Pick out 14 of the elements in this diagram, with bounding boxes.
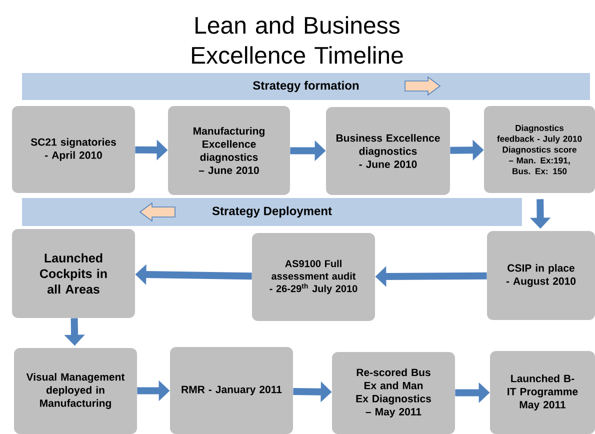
band-heading: Strategy Deployment xyxy=(22,198,522,226)
process-box: Re-scored Bus Ex and Man Ex Diagnostics – May 2011 xyxy=(332,352,455,434)
band-heading: Strategy formation xyxy=(22,73,590,100)
process-box: SC21 signatories - April 2010 xyxy=(12,106,135,193)
process-box: CSIP in place - August 2010 xyxy=(487,231,595,320)
process-box: Visual Management deployed in Manufacturing xyxy=(14,348,137,434)
process-box: AS9100 Full assessment audit - 26-29$^{th}$ July 2010 xyxy=(252,233,375,321)
process-box: Launched B-IT Programme May 2011 xyxy=(490,351,595,434)
process-box: Launched Cockpits in all Areas xyxy=(12,229,135,318)
process-box: RMR - January 2011 xyxy=(170,347,293,434)
title: Lean and Business Excellence Timeline xyxy=(192,16,403,64)
process-box: Business Excellence diagnostics - June 2010 xyxy=(326,107,450,195)
process-box: Manufacturing Excellence diagnostics – June 2010 xyxy=(168,106,290,195)
process-box: Diagnostics feedback - July 2010 Diagnostics score – Man. Ex:191, Bus. Ex: 150 xyxy=(484,106,595,193)
